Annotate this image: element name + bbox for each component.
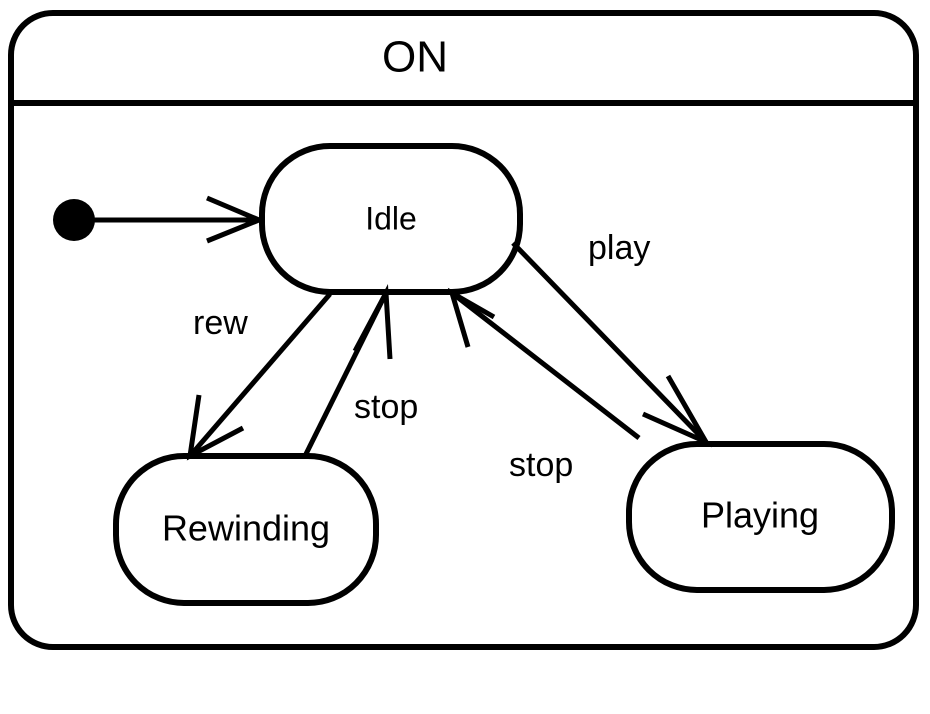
composite-state-title: ON	[382, 33, 448, 82]
state-idle-label: Idle	[365, 200, 417, 236]
state-idle-box[interactable]	[259, 143, 523, 295]
transition-playing-to-idle[interactable]	[447, 287, 641, 440]
arrowhead-playing-to-idle	[447, 287, 496, 348]
arrowhead-rewinding-to-idle	[352, 284, 393, 360]
transition-idle-to-playing[interactable]	[511, 241, 712, 448]
transition-label-stop-playing: stop	[509, 446, 573, 484]
transition-label-stop-rewinding: stop	[354, 388, 418, 426]
arrowhead-idle-to-rewinding	[186, 394, 245, 461]
transition-idle-to-rewinding[interactable]	[186, 292, 332, 461]
transition-rewinding-to-idle[interactable]	[303, 284, 393, 456]
state-playing-box[interactable]	[626, 441, 895, 593]
transition-label-rew: rew	[193, 304, 248, 342]
initial-pseudostate-marker[interactable]	[53, 199, 95, 241]
transition-label-play: play	[588, 229, 650, 267]
state-playing-label: Playing	[701, 495, 819, 536]
state-rewinding-box[interactable]	[113, 453, 379, 606]
state-rewinding-label: Rewinding	[162, 508, 330, 549]
arrowhead-idle-to-playing	[641, 374, 712, 448]
